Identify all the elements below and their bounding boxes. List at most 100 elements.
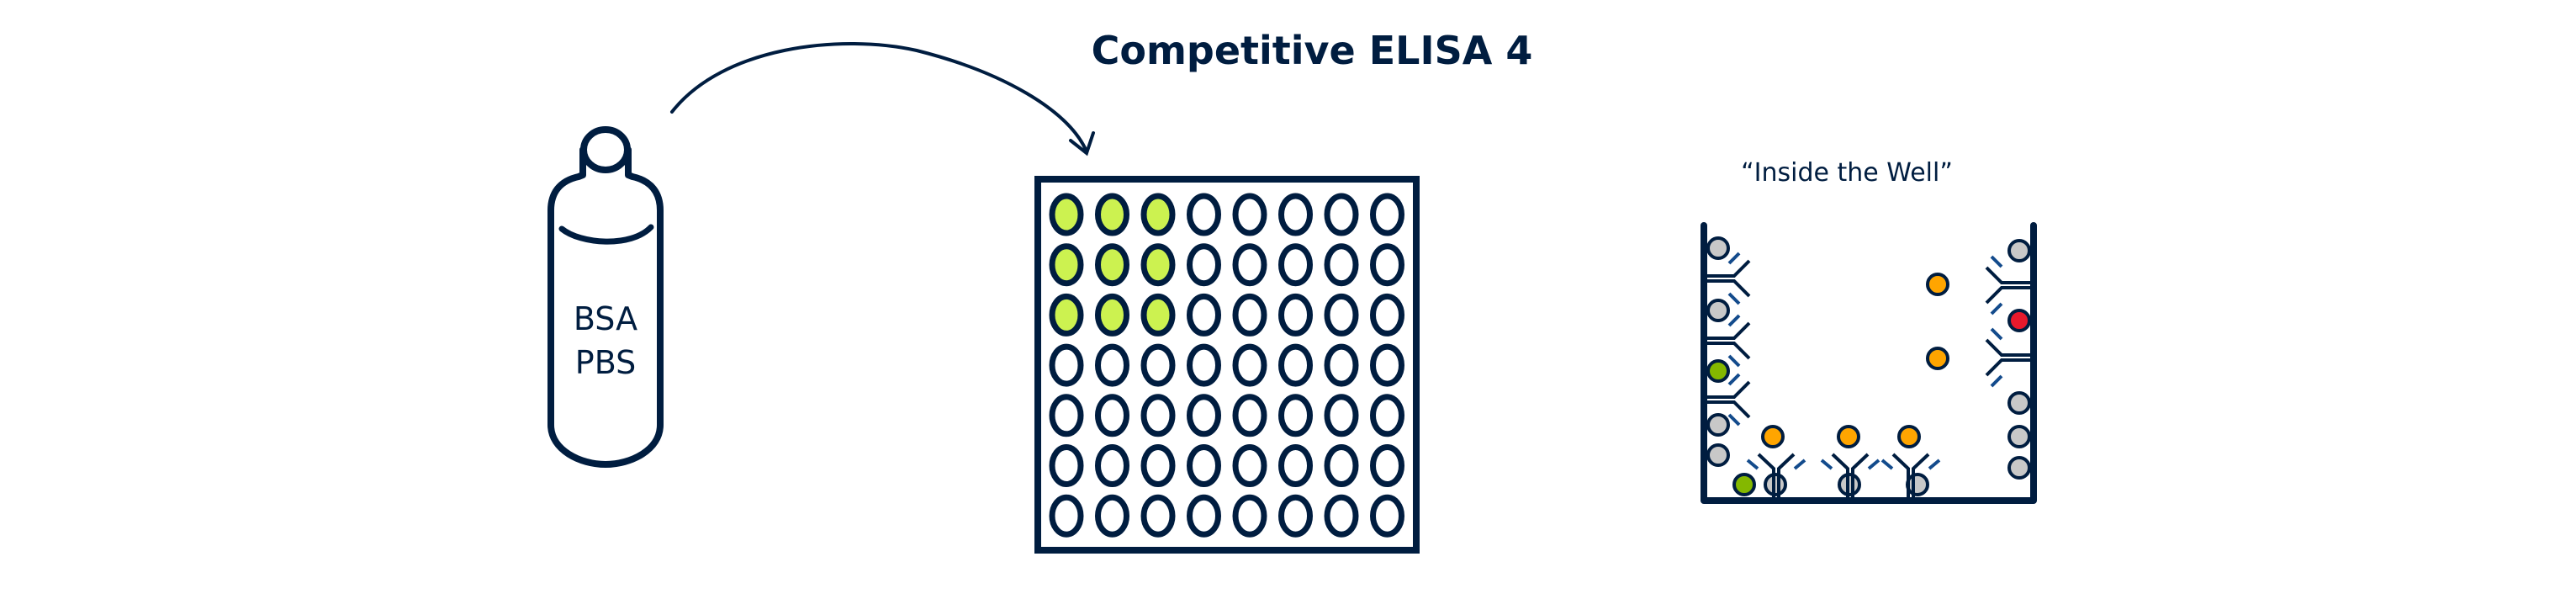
arrow-curve (670, 41, 1088, 153)
left-wall-antibodies (1704, 252, 1751, 427)
bsa-protein-icon (1706, 443, 1730, 467)
well-empty (1187, 394, 1221, 437)
transfer-arrow (670, 41, 1095, 156)
well-empty (1324, 193, 1359, 236)
bottle-cap (580, 126, 631, 173)
bsa-protein-icon (2007, 239, 2031, 262)
antibody-icon (1704, 314, 1751, 368)
well-empty (1187, 494, 1221, 538)
orange-antigen-icon (1926, 347, 1949, 370)
bottle-liquid-line (558, 224, 654, 245)
green-antigen-icon (1706, 359, 1730, 383)
well-empty (1278, 444, 1313, 487)
well-empty (1232, 293, 1267, 337)
well-empty (1278, 243, 1313, 287)
antibody-icon (1746, 453, 1806, 501)
arrowhead-icon (1069, 131, 1095, 156)
well-empty (1370, 293, 1404, 337)
well-empty (1278, 293, 1313, 337)
well-empty (1324, 243, 1359, 287)
well-empty (1278, 494, 1313, 538)
well-empty (1049, 343, 1084, 387)
well-empty (1232, 444, 1267, 487)
bottle-label-bsa: BSA (574, 300, 637, 337)
well-empty (1049, 394, 1084, 437)
well-empty (1232, 243, 1267, 287)
green-antigen-icon (1732, 473, 1756, 496)
well-filled (1049, 243, 1084, 287)
well-empty (1187, 444, 1221, 487)
well-empty (1324, 343, 1359, 387)
well-empty (1232, 343, 1267, 387)
well-empty (1095, 343, 1129, 387)
bottle-body (547, 146, 664, 468)
bsa-protein-icon (2007, 425, 2031, 448)
bsa-protein-icon (2007, 456, 2031, 480)
well-walls (1701, 222, 2037, 504)
well-empty (1370, 444, 1404, 487)
well-empty (1232, 193, 1267, 236)
well-plate (1034, 176, 1420, 554)
well-empty (1278, 343, 1313, 387)
well-cross-section (1701, 222, 2037, 504)
well-empty (1187, 193, 1221, 236)
antibody-icon (1704, 252, 1751, 305)
well-empty (1232, 494, 1267, 538)
well-empty (1278, 394, 1313, 437)
well-filled (1095, 243, 1129, 287)
well-empty (1187, 243, 1221, 287)
well-empty (1187, 343, 1221, 387)
plate-frame (1034, 176, 1420, 554)
well-filled (1095, 293, 1129, 337)
well-empty (1370, 494, 1404, 538)
well-empty (1370, 193, 1404, 236)
well-empty (1232, 394, 1267, 437)
well-empty (1324, 293, 1359, 337)
diagram-title: Competitive ELISA 4 (1092, 28, 1533, 73)
bsa-protein-icon (1706, 236, 1730, 260)
bsa-protein-icon (1906, 473, 1929, 496)
well-empty (1278, 193, 1313, 236)
well-empty (1370, 394, 1404, 437)
bsa-protein-icon (1706, 413, 1730, 437)
well-empty (1049, 444, 1084, 487)
well-empty (1095, 494, 1129, 538)
well-empty (1370, 243, 1404, 287)
well-filled (1049, 293, 1084, 337)
orange-antigen-icon (1837, 425, 1860, 448)
inside-well-title: “Inside the Well” (1741, 158, 1953, 188)
well-empty (1095, 394, 1129, 437)
antibody-icon (1820, 453, 1880, 501)
antibody-icon (1880, 453, 1941, 501)
well-filled (1095, 193, 1129, 236)
well-empty (1140, 444, 1176, 487)
bsa-protein-icon (1706, 299, 1730, 322)
well-empty (1140, 494, 1176, 538)
antibody-icon (1704, 373, 1751, 427)
orange-antigen-icon (1761, 425, 1785, 448)
red-antigen-icon (2007, 309, 2031, 332)
orange-antigen-icon (1926, 273, 1949, 296)
bsa-protein-icon (2007, 391, 2031, 415)
plate-wells (1049, 193, 1404, 538)
right-wall-antibodies (1985, 255, 2034, 388)
antibody-icon (1985, 255, 2034, 315)
antibody-icon (1985, 327, 2034, 388)
well-filled (1140, 293, 1176, 337)
well-empty (1095, 444, 1129, 487)
well-empty (1324, 494, 1359, 538)
well-empty (1140, 343, 1176, 387)
well-empty (1049, 494, 1084, 538)
well-filled (1049, 193, 1084, 236)
orange-antigen-icon (1897, 425, 1921, 448)
bottle-icon (547, 126, 664, 468)
well-empty (1324, 444, 1359, 487)
well-empty (1324, 394, 1359, 437)
bottle-label-pbs: PBS (575, 344, 636, 381)
well-filled (1140, 193, 1176, 236)
well-empty (1140, 394, 1176, 437)
well-empty (1187, 293, 1221, 337)
well-empty (1370, 343, 1404, 387)
well-filled (1140, 243, 1176, 287)
